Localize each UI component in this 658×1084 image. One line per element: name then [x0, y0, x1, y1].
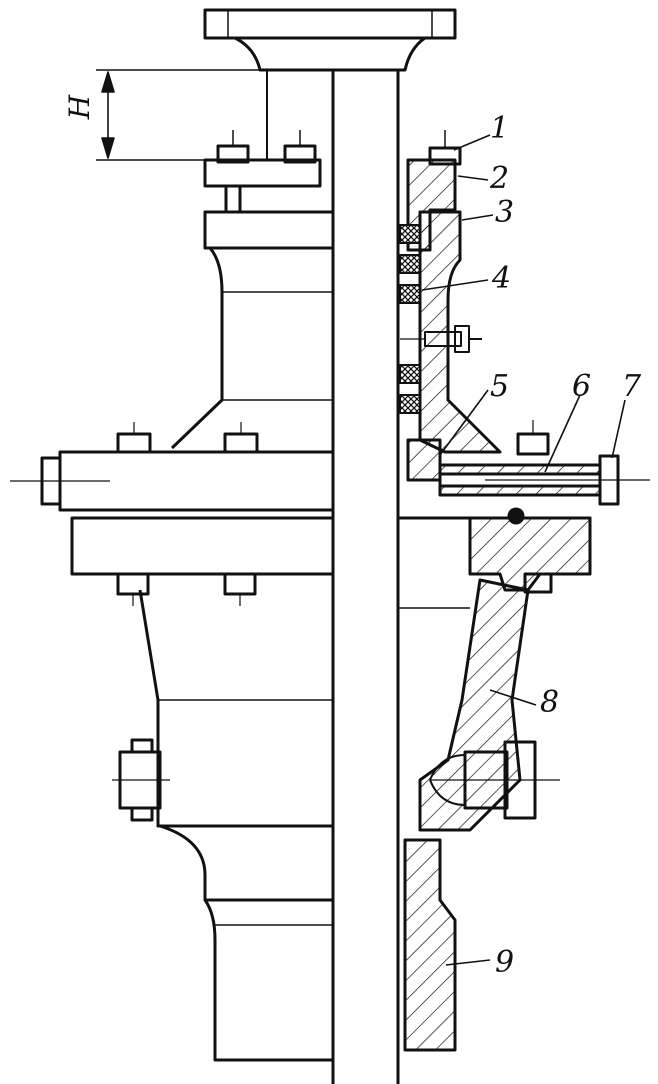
packing-rings — [399, 224, 421, 414]
part-label-6: 6 — [572, 369, 591, 404]
stuffing-box-upper — [170, 210, 335, 450]
part-label-3: 3 — [495, 195, 514, 230]
dimension-h-label: H — [63, 94, 96, 120]
bottom-adapter — [159, 824, 457, 1062]
part-label-8: 8 — [540, 685, 559, 720]
lubricator-fitting — [400, 325, 482, 353]
side-nut-right — [429, 740, 560, 820]
top-flange — [203, 8, 457, 72]
part-label-5: 5 — [490, 369, 509, 404]
gland-flange — [203, 130, 322, 214]
dimension-h — [96, 69, 405, 161]
part-labels: H 1 2 3 4 5 6 7 8 9 — [63, 94, 642, 980]
side-nut-left — [112, 738, 170, 822]
lower-body — [138, 578, 530, 832]
part-label-7: 7 — [622, 369, 642, 404]
gland-section-right — [406, 130, 502, 482]
part-label-1: 1 — [490, 111, 509, 146]
part-label-9: 9 — [495, 945, 514, 980]
middle-flange — [10, 422, 335, 512]
part-label-2: 2 — [489, 161, 509, 196]
leader-lines — [421, 134, 626, 966]
part-label-4: 4 — [491, 261, 511, 296]
